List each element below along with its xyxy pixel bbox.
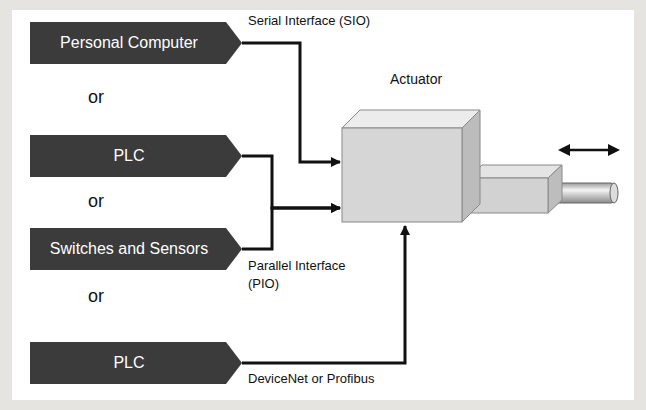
connector-arrow — [242, 156, 340, 208]
or-label: or — [88, 191, 104, 212]
box-text: PLC — [30, 135, 242, 177]
or-label: or — [88, 87, 104, 108]
motion-arrow — [558, 144, 620, 156]
box-text: Personal Computer — [30, 22, 242, 64]
actuator-label: Actuator — [390, 71, 442, 87]
connector-arrow — [242, 43, 340, 162]
interface-label: DeviceNet or Profibus — [248, 370, 374, 388]
actuator-node: Actuator — [340, 70, 540, 230]
actuator-body — [342, 128, 462, 222]
connector-arrow — [242, 208, 340, 249]
or-label: or — [88, 286, 104, 307]
box-text: Switches and Sensors — [30, 228, 242, 270]
actuator-illustration — [340, 70, 640, 270]
box-text: PLC — [30, 342, 242, 384]
interface-label: Parallel Interface (PIO) — [248, 257, 378, 293]
source-arrow-box: Personal Computer — [30, 22, 242, 64]
connector-arrow — [242, 226, 405, 363]
source-arrow-box: PLC — [30, 342, 242, 384]
source-arrow-box: PLC — [30, 135, 242, 177]
interface-label: Serial Interface (SIO) — [248, 12, 370, 30]
source-arrow-box: Switches and Sensors — [30, 228, 242, 270]
